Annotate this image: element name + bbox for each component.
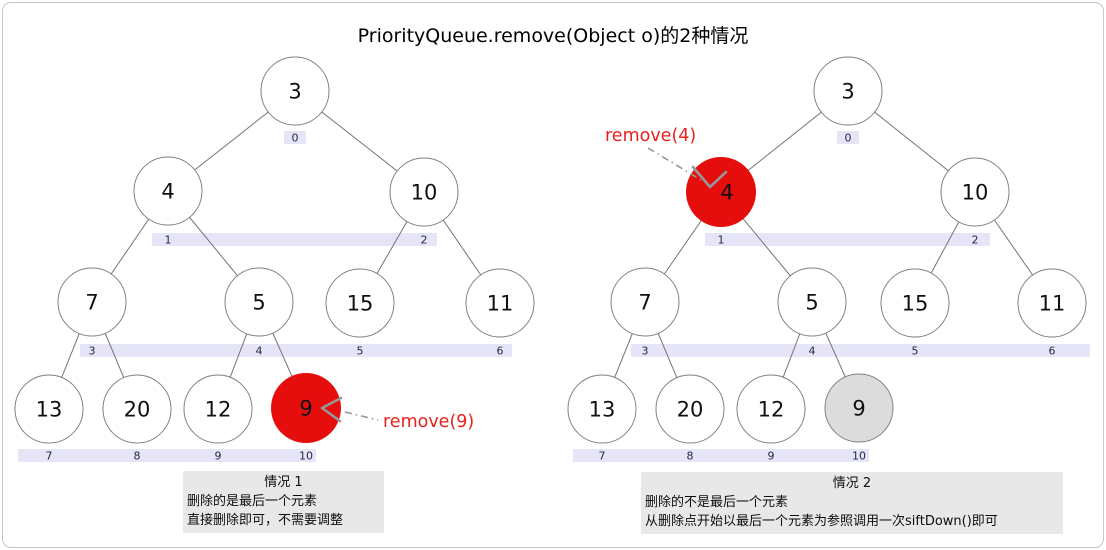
heap-node-circle bbox=[57, 267, 127, 337]
heap-node-circle bbox=[736, 374, 806, 444]
heap-node-value: 15 bbox=[347, 292, 374, 316]
index-label: 3 bbox=[642, 345, 649, 358]
index-band bbox=[837, 131, 859, 144]
remove-arrow-head bbox=[320, 396, 343, 423]
remove-label: remove(4) bbox=[605, 126, 696, 146]
remove-arrow-head bbox=[691, 165, 728, 189]
heap-node-circle bbox=[260, 56, 330, 126]
heap-node-value: 20 bbox=[677, 398, 704, 422]
heap-node-circle bbox=[655, 374, 725, 444]
heap-node-circle bbox=[940, 157, 1010, 227]
heap-node-circle bbox=[183, 374, 253, 444]
index-label: 7 bbox=[599, 450, 606, 463]
heap-node-value: 5 bbox=[805, 291, 818, 315]
index-label: 3 bbox=[89, 345, 96, 358]
figure-title: PriorityQueue.remove(Object o)的2种情况 bbox=[357, 25, 749, 47]
index-band bbox=[631, 344, 1090, 357]
heap-node-circle bbox=[1017, 268, 1087, 338]
index-band bbox=[705, 233, 990, 246]
heap-node-circle bbox=[813, 56, 883, 126]
remove-arrow-line bbox=[647, 147, 702, 181]
heap-node-value: 9 bbox=[852, 397, 865, 421]
heap-node-value: 7 bbox=[85, 291, 98, 315]
heap-node-circle bbox=[880, 268, 950, 338]
index-label: 10 bbox=[299, 450, 313, 463]
heap-node-circle bbox=[567, 374, 637, 444]
heap-node-circle bbox=[465, 268, 535, 338]
heap-node-value: 4 bbox=[161, 180, 174, 204]
index-label: 1 bbox=[718, 234, 725, 247]
index-label: 5 bbox=[357, 345, 364, 358]
caption-heading: 情况 2 bbox=[832, 476, 872, 491]
index-label: 2 bbox=[972, 234, 979, 247]
heap-node-circle bbox=[14, 374, 84, 444]
heap-node-value: 13 bbox=[589, 398, 616, 422]
index-label: 4 bbox=[809, 345, 816, 358]
index-label: 4 bbox=[256, 345, 263, 358]
heap-node-value: 12 bbox=[205, 398, 232, 422]
heap-node-circle bbox=[325, 268, 395, 338]
heap-node-circle bbox=[777, 267, 847, 337]
index-band bbox=[284, 131, 306, 144]
index-label: 8 bbox=[134, 450, 141, 463]
heap-node-value: 12 bbox=[758, 398, 785, 422]
heap-node-circle bbox=[389, 157, 459, 227]
index-band bbox=[152, 233, 437, 246]
caption-line: 直接删除即可，不需要调整 bbox=[187, 513, 344, 528]
index-label: 9 bbox=[215, 450, 222, 463]
index-label: 9 bbox=[768, 450, 775, 463]
heap-node-value: 11 bbox=[487, 292, 514, 316]
caption-line: 删除的是最后一个元素 bbox=[187, 494, 318, 509]
heap-node-circle bbox=[824, 373, 894, 443]
heap-node-value: 3 bbox=[841, 80, 854, 104]
index-label: 2 bbox=[421, 234, 428, 247]
index-label: 6 bbox=[1049, 345, 1056, 358]
index-label: 6 bbox=[497, 345, 504, 358]
heap-node-circle bbox=[133, 156, 203, 226]
heap-node-value: 15 bbox=[902, 292, 929, 316]
heap-node-value: 10 bbox=[962, 181, 989, 205]
index-label: 1 bbox=[165, 234, 172, 247]
caption-heading: 情况 1 bbox=[264, 475, 303, 490]
remove-label: remove(9) bbox=[383, 412, 474, 432]
caption-line: 从删除点开始以最后一个元素为参照调用一次siftDown()即可 bbox=[645, 514, 998, 529]
index-label: 0 bbox=[845, 132, 852, 145]
caption-line: 删除的不是最后一个元素 bbox=[645, 495, 789, 510]
heap-node-value: 20 bbox=[124, 398, 151, 422]
heap-node-value: 3 bbox=[288, 80, 301, 104]
index-band bbox=[80, 344, 512, 357]
heap-node-value: 11 bbox=[1039, 292, 1066, 316]
heap-node-value: 9 bbox=[299, 397, 312, 421]
heap-node-circle bbox=[102, 374, 172, 444]
remove-arrow-line bbox=[344, 411, 379, 421]
heap-node-value: 5 bbox=[252, 291, 265, 315]
heap-node-value: 13 bbox=[36, 398, 63, 422]
index-label: 0 bbox=[292, 132, 299, 145]
heap-node-circle bbox=[686, 157, 756, 227]
index-label: 5 bbox=[912, 345, 919, 358]
heap-node-circle bbox=[224, 267, 294, 337]
index-label: 10 bbox=[852, 450, 866, 463]
heap-node-value: 4 bbox=[720, 181, 733, 205]
index-label: 7 bbox=[46, 450, 53, 463]
heap-node-circle bbox=[610, 267, 680, 337]
heap-node-circle bbox=[271, 373, 341, 443]
heap-node-value: 10 bbox=[411, 181, 438, 205]
index-band bbox=[18, 449, 316, 462]
heap-node-value: 7 bbox=[638, 291, 651, 315]
case-2-caption: 情况 2 删除的不是最后一个元素 从删除点开始以最后一个元素为参照调用一次sif… bbox=[641, 472, 1063, 534]
index-label: 8 bbox=[687, 450, 694, 463]
case-1-caption: 情况 1 删除的是最后一个元素 直接删除即可，不需要调整 bbox=[183, 471, 384, 533]
index-band bbox=[573, 449, 869, 462]
